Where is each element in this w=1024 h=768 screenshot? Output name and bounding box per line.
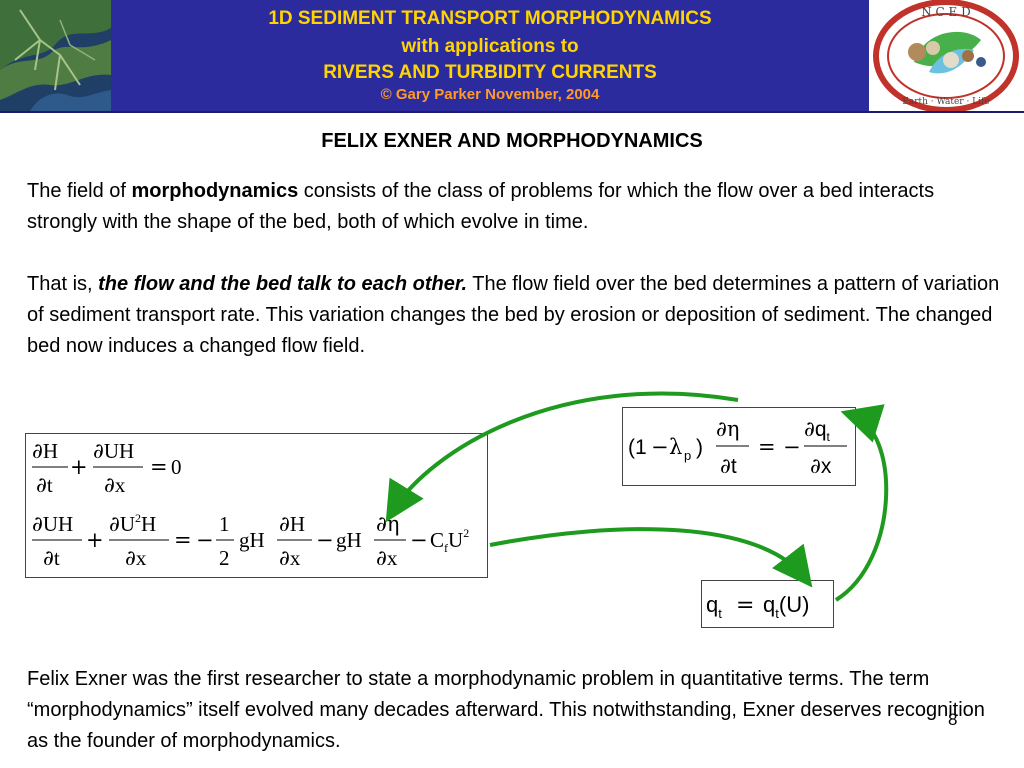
paragraph-1: The field of morphodynamics consists of … [27, 180, 935, 233]
exner-equation: (1 − λ p ) ∂η ∂t = − ∂qt ∂x [628, 417, 847, 478]
svg-text:1: 1 [219, 512, 230, 536]
flow-equations: ∂H ∂t + ∂UH ∂x = 0 ∂UH ∂t + ∂U2H ∂x = − … [32, 439, 469, 570]
svg-text:∂x: ∂x [810, 454, 832, 478]
svg-text:(1: (1 [628, 436, 647, 459]
paragraph-2: That is, the flow and the bed talk to ea… [27, 273, 1000, 357]
svg-text:p: p [684, 448, 691, 463]
svg-text:=: = [736, 593, 754, 618]
title-banner: 1D SEDIMENT TRANSPORT MORPHODYNAMICS wit… [111, 0, 869, 111]
svg-text:−: − [316, 528, 334, 552]
flow-equations-box: ∂H ∂t + ∂UH ∂x = 0 ∂UH ∂t + ∂U2H ∂x = − … [25, 433, 488, 578]
nced-logo-icon: N C E D Earth · Water · Life [873, 0, 1019, 113]
eq1-den2: ∂x [104, 473, 126, 497]
svg-text:=: = [150, 455, 168, 479]
banner-line-2: with applications to [401, 36, 579, 57]
svg-text:N C E D: N C E D [921, 5, 971, 19]
svg-text:2: 2 [219, 546, 230, 570]
svg-text:+: + [70, 455, 88, 479]
banner-copyright: © Gary Parker November, 2004 [380, 86, 600, 103]
svg-text:−: − [196, 528, 214, 552]
delta-satellite-image [0, 0, 111, 111]
svg-text:∂qt: ∂qt [804, 417, 831, 444]
nced-logo: N C E D Earth · Water · Life [869, 0, 1024, 113]
svg-text:CfU2: CfU2 [430, 526, 469, 555]
svg-text:∂η: ∂η [716, 417, 739, 441]
arrow-flow-to-transport [489, 527, 813, 588]
eq2-num2: ∂U2H [109, 511, 156, 536]
svg-text:∂x: ∂x [376, 546, 398, 570]
banner-line-1: 1D SEDIMENT TRANSPORT MORPHODYNAMICS [268, 8, 712, 29]
svg-text:−: − [410, 528, 428, 552]
svg-text:0: 0 [171, 455, 182, 479]
transport-relation: qt = qt(U) [706, 592, 809, 621]
exner-equation-box: (1 − λ p ) ∂η ∂t = − ∂qt ∂x [622, 407, 856, 486]
svg-text:): ) [696, 436, 703, 459]
svg-text:Earth · Water · Life: Earth · Water · Life [902, 97, 989, 107]
transport-relation-box: qt = qt(U) [701, 580, 834, 628]
slide-title: FELIX EXNER AND MORPHODYNAMICS [321, 130, 703, 152]
svg-text:+: + [86, 528, 104, 552]
svg-text:∂H: ∂H [279, 512, 305, 536]
eq1-num2: ∂UH [93, 439, 134, 463]
header-divider [0, 111, 1024, 113]
emphasis-phrase: the flow and the bed talk to each other. [98, 273, 468, 295]
eq1-num1: ∂H [32, 439, 58, 463]
svg-text:gH: gH [239, 528, 265, 552]
svg-text:=: = [758, 435, 776, 459]
svg-text:qt: qt [706, 592, 722, 621]
eq1-den1: ∂t [36, 473, 53, 497]
svg-text:λ: λ [669, 435, 682, 459]
svg-text:=: = [174, 528, 192, 552]
page-number: 8 [948, 710, 958, 729]
svg-text:gH: gH [336, 528, 362, 552]
slide-header: 1D SEDIMENT TRANSPORT MORPHODYNAMICS wit… [0, 0, 1024, 113]
svg-text:∂t: ∂t [43, 546, 60, 570]
banner-line-3: RIVERS AND TURBIDITY CURRENTS [323, 62, 657, 83]
svg-text:−: − [651, 435, 669, 459]
svg-text:qt(U): qt(U) [763, 592, 809, 621]
svg-text:∂x: ∂x [125, 546, 147, 570]
svg-text:∂η: ∂η [376, 512, 399, 536]
svg-text:∂t: ∂t [720, 454, 737, 478]
eq2-num1: ∂UH [32, 512, 73, 536]
paragraph-3: Felix Exner was the first researcher to … [27, 668, 985, 752]
svg-text:∂x: ∂x [279, 546, 301, 570]
svg-text:−: − [783, 435, 801, 459]
morphodynamics-term: morphodynamics [131, 180, 299, 202]
